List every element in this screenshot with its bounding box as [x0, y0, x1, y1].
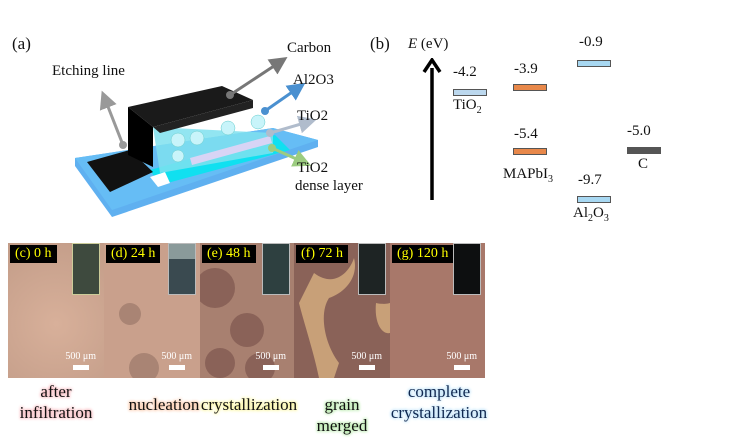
sample-photo-inset — [358, 243, 386, 295]
tio2-level-bar — [453, 89, 487, 96]
etching-arrow — [99, 90, 125, 146]
tio2-arrow — [269, 115, 317, 135]
tio2-label: TiO2 — [297, 108, 329, 124]
micrograph-label: (c) 0 h — [10, 245, 57, 263]
scale-bar: 500 μm — [65, 351, 96, 370]
tio2-name: TiO2 — [453, 97, 482, 116]
caption-nucleation: nucleation — [128, 395, 200, 414]
micrograph-48h: (e) 48 h 500 μm — [200, 243, 294, 378]
mapbi3-homo-bar — [513, 148, 547, 155]
al2o3-vb-value: -9.7 — [578, 172, 602, 188]
scale-bar: 500 μm — [255, 351, 286, 370]
micrograph-72h: (f) 72 h 500 μm — [294, 243, 390, 378]
al2o3-arrow — [264, 82, 306, 113]
scale-bar: 500 μm — [161, 351, 192, 370]
etching-line-label: Etching line — [52, 63, 125, 79]
tio2-level-value: -4.2 — [453, 64, 477, 80]
energy-arrow — [422, 58, 442, 200]
mapbi3-lumo-value: -3.9 — [514, 61, 538, 77]
carbon-level-value: -5.0 — [627, 123, 651, 139]
device-schematic — [75, 57, 318, 217]
energy-symbol: E — [408, 36, 418, 52]
dense-layer-label-2: dense layer — [295, 178, 363, 194]
scale-bar: 500 μm — [446, 351, 477, 370]
carbon-name: C — [638, 156, 649, 172]
caption-crystallization: crystallization — [200, 395, 298, 414]
dense-layer-arrow — [271, 146, 312, 167]
micrograph-24h: (d) 24 h 500 μm — [104, 243, 200, 378]
micrograph-label: (e) 48 h — [202, 245, 256, 263]
al2o3-cb-bar — [577, 60, 611, 67]
dense-layer-label-1: TiO2 — [297, 160, 329, 176]
al2o3-cb-value: -0.9 — [579, 34, 603, 50]
sample-photo-inset — [72, 243, 100, 295]
energy-axis-label: E (eV) — [408, 36, 448, 53]
micrograph-label: (d) 24 h — [106, 245, 161, 263]
carbon-front — [128, 107, 153, 167]
nanoparticles — [170, 114, 266, 163]
mapbi3-homo-value: -5.4 — [514, 126, 538, 142]
energy-unit: (eV) — [420, 36, 449, 52]
sample-photo-inset — [168, 243, 196, 295]
panel-a-label: (a) — [12, 34, 31, 53]
caption-grain-merged: grain merged — [316, 395, 368, 435]
sample-photo-inset — [453, 243, 481, 295]
carbon-label: Carbon — [287, 40, 332, 56]
micrograph-0h: (c) 0 h 500 μm — [8, 243, 104, 378]
mapbi3-name: MAPbI3 — [503, 166, 554, 185]
panel-b-label: (b) — [370, 34, 390, 53]
micrograph-label: (f) 72 h — [296, 245, 348, 263]
carbon-arrow — [229, 57, 288, 97]
carbon-level-bar — [627, 147, 661, 154]
scale-bar: 500 μm — [351, 351, 382, 370]
tio2-layer — [190, 136, 272, 165]
micrograph-120h: (g) 120 h 500 μm — [390, 243, 485, 378]
sample-photo-inset — [262, 243, 290, 295]
etching-line — [150, 172, 170, 187]
al2o3-name: Al2O3 — [573, 205, 609, 224]
carbon-foot — [87, 150, 153, 192]
micrograph-label: (g) 120 h — [392, 245, 454, 263]
al2o3-label: Al2O3 — [293, 72, 334, 88]
al2o3-vb-bar — [577, 196, 611, 203]
carbon-top — [128, 86, 253, 127]
mapbi3-lumo-bar — [513, 84, 547, 91]
carbon-side — [153, 100, 253, 133]
